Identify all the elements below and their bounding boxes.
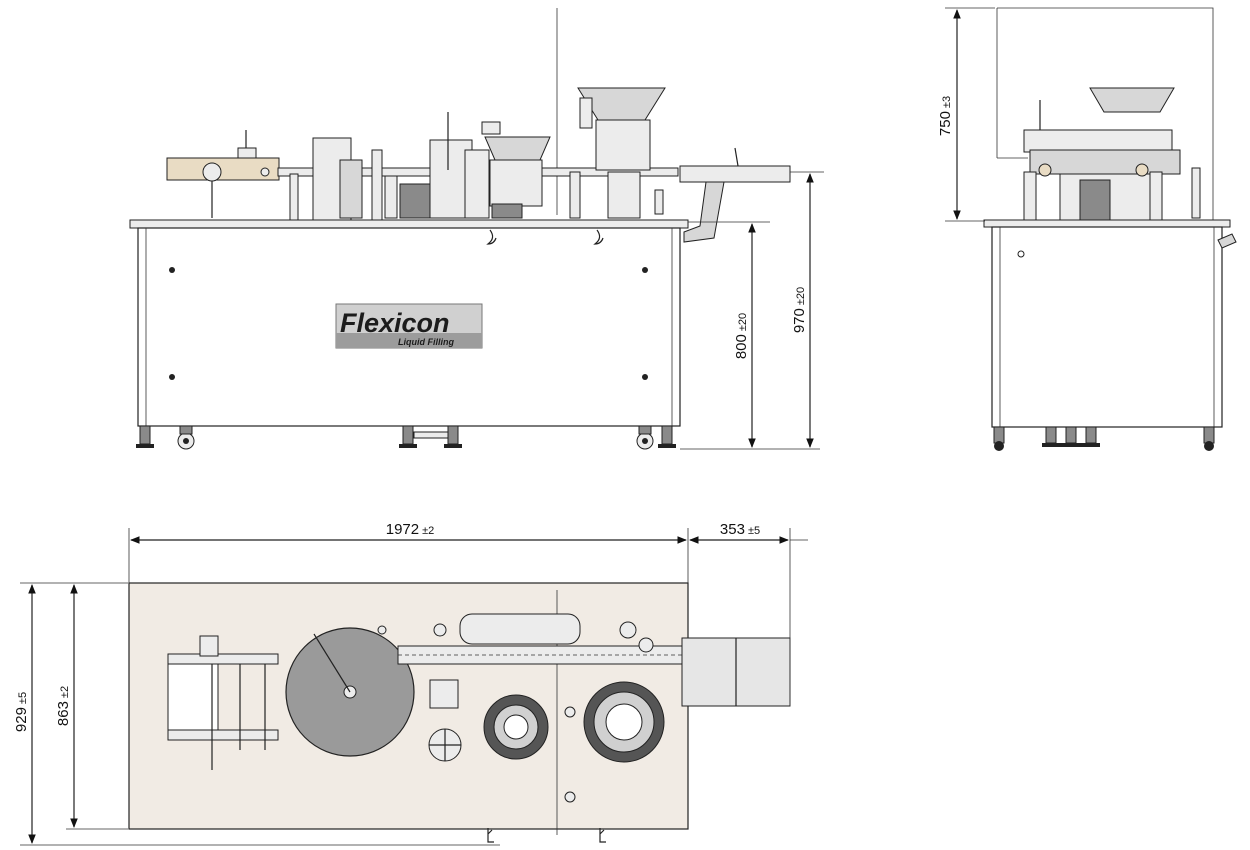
- dim-height-table: 800 ±20: [680, 221, 820, 450]
- front-feet: [136, 425, 676, 450]
- svg-text:970±20: 970±20: [791, 287, 808, 333]
- svg-text:750±3: 750±3: [937, 96, 954, 136]
- top-view: [128, 582, 791, 843]
- svg-text:863±2: 863±2: [55, 686, 72, 726]
- flexicon-logo: Flexicon Liquid Filling: [335, 303, 483, 349]
- dim-863-tol: ±2: [59, 686, 71, 698]
- svg-text:353±5: 353±5: [720, 521, 760, 538]
- dim-750-tol: ±3: [941, 96, 953, 108]
- svg-text:929±5: 929±5: [13, 692, 30, 732]
- front-view: Flexicon Liquid Filling: [129, 8, 791, 450]
- front-table-top: [129, 219, 689, 229]
- dim-1972-value: 1972: [386, 521, 419, 538]
- dim-353-value: 353: [720, 521, 745, 538]
- dim-970-value: 970: [791, 308, 808, 333]
- dim-353-tol: ±5: [748, 525, 760, 537]
- dim-929-tol: ±5: [17, 692, 29, 704]
- dim-800-tol: ±20: [737, 313, 749, 331]
- dim-length: 1972±2: [128, 521, 689, 583]
- side-view: [983, 7, 1237, 451]
- svg-text:800±20: 800±20: [733, 313, 750, 359]
- logo-brand: Flexicon: [340, 308, 450, 338]
- dim-750-value: 750: [937, 111, 954, 136]
- dim-800-value: 800: [733, 334, 750, 359]
- dim-height-conveyor: 970±20: [790, 171, 824, 448]
- dim-depth-total: 929±5: [13, 582, 500, 846]
- dim-extension: 353±5: [689, 521, 808, 706]
- dim-1972-tol: ±2: [422, 525, 434, 537]
- logo-tagline: Liquid Filling: [398, 337, 454, 347]
- dim-970-tol: ±20: [795, 287, 807, 305]
- svg-text:1972±2: 1972±2: [386, 521, 435, 538]
- dim-height-guard: 750±3: [937, 7, 995, 222]
- dim-depth-table: 863±2: [55, 584, 128, 830]
- dim-863-value: 863: [55, 701, 72, 726]
- dim-929-value: 929: [13, 707, 30, 732]
